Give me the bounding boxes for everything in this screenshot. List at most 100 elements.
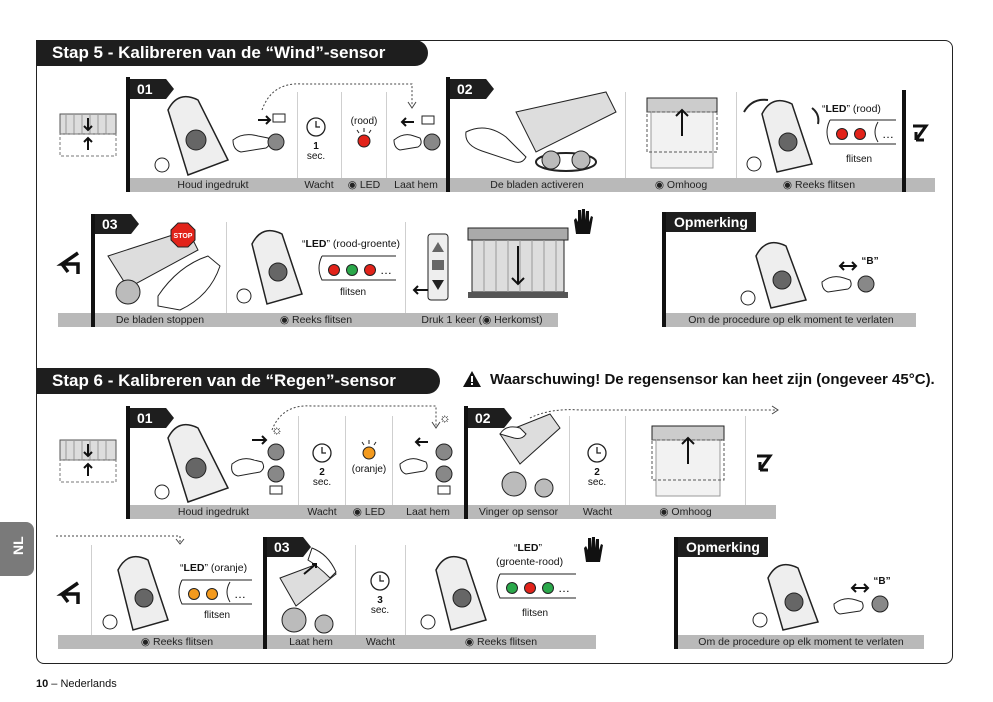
note-caption: Om de procedure op elk moment te verlate… (688, 314, 894, 326)
step5-note-title: Opmerking (666, 212, 756, 232)
remote-illustration (236, 229, 303, 305)
divider (263, 537, 267, 649)
awning-up-illustration (651, 425, 725, 497)
led-sequence-label: “LED” (rood-groente) (302, 238, 401, 250)
caption-led: ◉ LED (352, 506, 386, 518)
step6-note-caption-bar (678, 635, 924, 649)
eye-icon: ◉ (782, 179, 795, 191)
eye-icon: ◉ (654, 179, 667, 191)
page-frame (36, 40, 953, 664)
step6-title: Stap 6 - Kalibreren van de “Regen”-senso… (36, 368, 440, 394)
note-key-label: “B” (861, 256, 879, 267)
eye-icon: ◉ (347, 179, 360, 191)
hand-stop-icon (574, 209, 593, 234)
note-key-label: “B” (873, 576, 891, 587)
svg-text:…: … (882, 127, 894, 141)
note-caption: Om de procedure op elk moment te verlate… (698, 636, 904, 648)
flitsen-label: flitsen (846, 154, 873, 165)
caption-wacht: Wacht (307, 506, 337, 518)
hand-release-illustration (393, 115, 441, 151)
stop-sign-icon: STOP (170, 222, 196, 248)
return-arrow-icon (913, 124, 929, 142)
dashed-arrow (271, 405, 441, 431)
led-orange-icon (361, 440, 377, 460)
led-sequence-label: “LED” (oranje) (180, 562, 248, 574)
caption-wacht-3: Wacht (365, 636, 396, 648)
divider (126, 406, 130, 519)
wait-unit-3: sec. (370, 605, 390, 616)
awning-down-illustration (467, 227, 569, 298)
finger-release-illustration (279, 547, 337, 634)
led-color-label: (rood) (350, 116, 378, 127)
led-sequence-green-red: … (496, 573, 576, 599)
led-color-label: (oranje) (351, 464, 387, 475)
caption-houd-ingedrukt: Houd ingedrukt (177, 179, 249, 191)
caption-bladen-activeren: De bladen activeren (490, 179, 584, 191)
continue-arrow-icon (56, 581, 80, 604)
clock-icon (306, 117, 326, 137)
language-side-tab: NL (0, 522, 34, 576)
step5-badge-02: 02 (450, 79, 494, 99)
hand-stop-icon (584, 537, 603, 562)
clock-icon (312, 443, 332, 463)
awning-up-illustration (646, 97, 718, 169)
remote-exit-illustration (752, 563, 889, 631)
dashed-arrow (261, 83, 417, 111)
wait-value: 1 (313, 141, 319, 152)
step6-row2-caption-bar (58, 635, 596, 649)
wait-unit: sec. (312, 477, 332, 488)
divider (464, 406, 468, 519)
remote-illustration (743, 98, 820, 173)
step6-row1-caption-bar (128, 505, 776, 519)
led-sequence-orange: … (178, 579, 252, 605)
wait-value-2: 2 (594, 467, 600, 478)
divider (662, 212, 666, 327)
dashed-arrow (56, 535, 185, 545)
warning-text: Waarschuwing! De regensensor kan heet zi… (462, 370, 935, 388)
step6-badge-02: 02 (468, 408, 512, 428)
wait-value: 2 (319, 467, 325, 478)
caption-bladen-stoppen: De bladen stoppen (115, 314, 205, 326)
warning-icon (463, 371, 481, 387)
led-red-icon (356, 128, 372, 148)
caption-vinger-op-sensor: Vinger op sensor (478, 506, 559, 518)
remote-exit-illustration (740, 241, 875, 309)
press-button-illustration (412, 233, 449, 301)
step6-note-title: Opmerking (678, 537, 768, 557)
remote-press-illustration (154, 95, 286, 176)
step5-row2-caption-bar (58, 313, 558, 327)
step6-badge-03: 03 (267, 537, 311, 557)
caption-laat-hem: Laat hem (406, 506, 450, 518)
caption-laat-hem-2: Laat hem (289, 636, 333, 648)
led-sequence-red-green: … (318, 255, 396, 281)
caption-omhoog: ◉ Omhoog (654, 179, 708, 191)
sensor-stop-illustration (107, 229, 221, 311)
return-arrow-icon (757, 454, 773, 472)
awning-icon (59, 439, 117, 483)
step5-note-caption-bar (664, 313, 916, 327)
step5-title: Stap 5 - Kalibreren van de “Wind”-sensor (36, 40, 428, 66)
clock-icon (370, 571, 390, 591)
caption-druk-1-keer: Druk 1 keer (◉ Herkomst) (421, 314, 543, 326)
hand-release-illustration (399, 437, 453, 495)
caption-reeks-flitsen-2: ◉ Reeks flitsen (279, 314, 353, 326)
awning-icon (59, 113, 117, 157)
remote-illustration (102, 555, 169, 631)
svg-text:…: … (234, 587, 246, 601)
eye-icon: ◉ (659, 506, 672, 518)
step5-badge-01: 01 (130, 79, 174, 99)
divider (902, 90, 906, 192)
divider (674, 537, 678, 649)
finger-on-sensor-illustration (499, 405, 779, 498)
step6-badge-01: 01 (130, 408, 174, 428)
flitsen-label: flitsen (340, 287, 367, 298)
eye-icon: ◉ (352, 506, 365, 518)
page-footer: 10 – Nederlands (36, 678, 117, 690)
step5-row1-caption-bar (128, 178, 935, 192)
caption-wacht: Wacht (304, 179, 334, 191)
wait-value-3: 3 (377, 595, 383, 606)
svg-text:…: … (380, 263, 392, 277)
sun-icon: ☼ (271, 422, 283, 437)
caption-omhoog: ◉ Omhoog (659, 506, 712, 518)
caption-laat-hem: Laat hem (394, 179, 438, 191)
